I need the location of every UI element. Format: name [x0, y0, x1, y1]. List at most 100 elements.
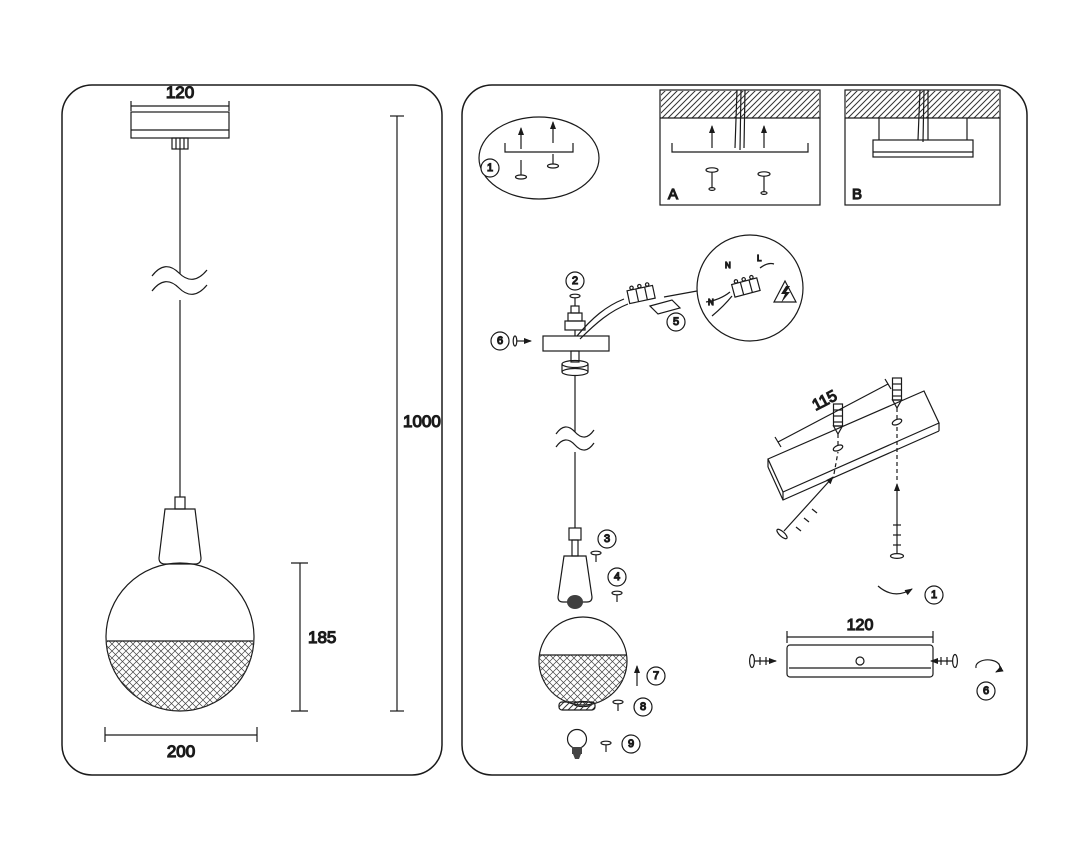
detail-leader-line: [663, 290, 698, 298]
bracket-hole: [832, 444, 844, 452]
bulb-in-socket: [567, 595, 583, 609]
left-panel-border: [61, 84, 443, 776]
dim-label-canopy-width: 120: [166, 83, 194, 102]
canopy-front-view: 120 6: [748, 616, 1004, 701]
wire-to-terminal: [576, 298, 625, 337]
step-6-number: 6: [497, 335, 503, 347]
wire: [711, 295, 733, 317]
washer-icon: [705, 167, 719, 173]
mounting-screw-right: [889, 426, 905, 559]
screw-icon: [514, 174, 528, 180]
canopy-side: [872, 139, 974, 158]
detail-a-label: A: [668, 186, 678, 203]
step-5-number: 5: [673, 316, 679, 328]
wiring-label-l: L: [757, 254, 762, 263]
step-6-number: 6: [983, 685, 989, 697]
canopy-body: [130, 111, 230, 139]
step-1-number: 1: [931, 589, 937, 601]
dim-cable-length: 1000: [390, 115, 441, 712]
step-7-number: 7: [653, 670, 659, 682]
side-screw-left: [748, 653, 777, 669]
socket-cup: [557, 555, 593, 603]
dim-shade-height: 185: [291, 562, 337, 712]
left-shade: [105, 562, 255, 712]
canopy-body-front: [786, 644, 934, 678]
terminal-plate: [648, 299, 682, 315]
lightning-bolt-icon: [781, 286, 790, 303]
wall-anchor: [832, 403, 844, 446]
step-5-badge: [666, 312, 686, 332]
detail-b-box: B: [844, 89, 1001, 206]
step-8-number: 8: [640, 701, 646, 713]
bulb-base: [572, 747, 582, 754]
cable-break-squiggle: [151, 266, 208, 280]
detail-a-box: A: [659, 89, 821, 206]
screw-icon: [611, 590, 623, 596]
screw-icon: [612, 699, 624, 705]
dim-label-shade-height: 185: [308, 628, 336, 647]
canopy-center-hole: [855, 656, 865, 666]
side-screw-icon: [512, 335, 518, 347]
cable-break-squiggle: [555, 439, 595, 451]
terminal-block: [626, 282, 656, 305]
washer-icon: [757, 171, 771, 177]
canopy-stub: [570, 350, 580, 363]
left-cable: [151, 149, 208, 497]
ceiling-wires: [734, 89, 746, 151]
bracket-thickness: [767, 430, 940, 501]
bracket-perspective: 115: [767, 377, 944, 605]
shade-mesh: [106, 641, 254, 711]
wiring-label-n-left: N: [708, 298, 714, 307]
mounting-bracket-front: [671, 143, 809, 153]
screw-icon: [590, 550, 602, 556]
ceiling-wires: [917, 89, 929, 143]
canopy-side-view: [542, 335, 610, 352]
dim-label-shade-diameter: 200: [167, 742, 195, 761]
left-socket: [158, 496, 202, 565]
mounting-screw-left: [776, 451, 839, 540]
wire-to-terminal: [579, 303, 629, 340]
step-4-badge: [607, 567, 627, 587]
dim-label-canopy-width-right: 120: [847, 617, 874, 634]
step-7-badge: [646, 666, 666, 686]
step-6-badge: [976, 681, 996, 701]
cord-grip-part: [567, 312, 583, 322]
screw-icon: [600, 740, 612, 746]
socket-nipple: [174, 496, 186, 510]
bulb-icon: [566, 728, 588, 750]
step-1-badge: [924, 585, 944, 605]
mounting-bracket-front: [504, 143, 574, 153]
warning-triangle-icon: [773, 279, 797, 303]
terminal-block-detail: [730, 274, 761, 298]
screw-icon: [546, 163, 560, 169]
cord-grip-part: [564, 320, 586, 331]
rotate-arrow: [975, 659, 1004, 673]
wiring-detail-circle: N L N: [696, 234, 804, 342]
wiring-label-n-top: N: [725, 261, 731, 270]
screw-icon: [569, 293, 581, 299]
dim-shade-diameter: 200: [104, 727, 258, 762]
shade-mesh-small: [539, 655, 627, 705]
right-panel-border: [461, 84, 1028, 776]
wire: [759, 262, 775, 269]
rotate-arrow: [877, 585, 913, 596]
step-4-number: 4: [614, 571, 620, 583]
ceiling-hatch: [846, 91, 999, 118]
left-canopy-drawing: 120: [130, 82, 230, 150]
bracket-plate: [767, 390, 940, 493]
step-9-number: 9: [628, 738, 634, 750]
step-6-badge: [490, 331, 510, 351]
cable-break-squiggle: [555, 426, 595, 438]
bracket-hole: [891, 418, 903, 426]
dim-label-cable-length: 1000: [403, 412, 441, 431]
socket-nipple: [571, 539, 579, 557]
gasket-ring: [558, 701, 596, 711]
ceiling-hatch: [661, 91, 819, 118]
detail-b-label: B: [852, 186, 862, 203]
cord-grip-part: [570, 305, 580, 314]
step-8-badge: [633, 697, 653, 717]
wire: [705, 291, 731, 303]
step-2-number: 2: [572, 275, 578, 287]
